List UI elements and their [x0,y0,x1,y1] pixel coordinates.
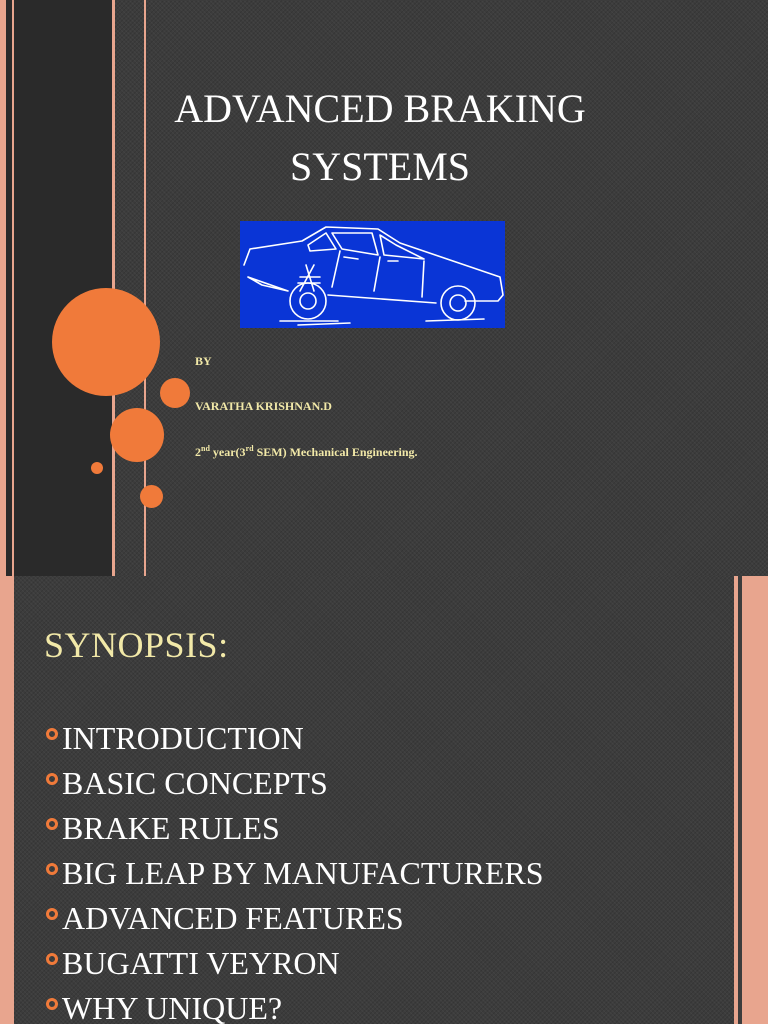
stripe [12,0,14,576]
stripe [738,576,742,1024]
title-line-1: ADVANCED BRAKING [174,86,586,131]
list-item: INTRODUCTION [46,716,544,761]
year-number: 2 [195,445,201,459]
stripe [144,0,146,576]
author-name: VARATHA KRISHNAN.D [195,399,332,413]
by-label: BY [195,354,212,368]
list-item: BASIC CONCEPTS [46,761,544,806]
list-item-label: BUGATTI VEYRON [62,945,340,981]
list-item-label: BIG LEAP BY MANUFACTURERS [62,855,544,891]
synopsis-slide: SYNOPSIS: INTRODUCTION BASIC CONCEPTS BR… [0,576,768,1024]
decor-circle-small [160,378,190,408]
left-band [0,0,112,576]
car-illustration [240,221,505,328]
synopsis-list: INTRODUCTION BASIC CONCEPTS BRAKE RULES … [46,716,544,1024]
year-suffix: nd [201,444,210,453]
list-item-label: WHY UNIQUE? [62,990,283,1024]
synopsis-title: SYNOPSIS: [44,625,229,665]
decor-circle-tiny [91,462,103,474]
ring-bullet-icon [46,817,58,830]
car-icon [243,226,504,326]
ring-bullet-icon [46,997,58,1010]
title-line-2: SYSTEMS [289,144,471,189]
decor-circle-small [140,485,163,508]
list-item-label: BASIC CONCEPTS [62,765,328,801]
list-item-label: ADVANCED FEATURES [62,900,404,936]
department: SEM) Mechanical Engineering. [253,445,418,459]
stripe [734,576,738,1024]
slide-title: ADVANCED BRAKING SYSTEMS [130,80,630,196]
sem-suffix: rd [245,444,254,453]
stripe [742,576,768,1024]
stripe [0,576,14,1024]
list-item: ADVANCED FEATURES [46,896,544,941]
ring-bullet-icon [46,952,58,965]
decor-circle-medium [110,408,164,462]
year-word: year(3 [209,445,246,459]
stripe [0,0,6,576]
content-panel [14,576,734,1024]
list-item: WHY UNIQUE? [46,986,544,1024]
author-details: 2nd year(3rd SEM) Mechanical Engineering… [195,444,418,460]
list-item-label: INTRODUCTION [62,720,304,756]
title-slide: ADVANCED BRAKING SYSTEMS [0,0,768,576]
list-item: BRAKE RULES [46,806,544,851]
decor-circle-large [52,288,160,396]
ring-bullet-icon [46,862,58,875]
ring-bullet-icon [46,907,58,920]
list-item-label: BRAKE RULES [62,810,280,846]
ring-bullet-icon [46,727,58,740]
ring-bullet-icon [46,772,58,785]
list-item: BIG LEAP BY MANUFACTURERS [46,851,544,896]
list-item: BUGATTI VEYRON [46,941,544,986]
